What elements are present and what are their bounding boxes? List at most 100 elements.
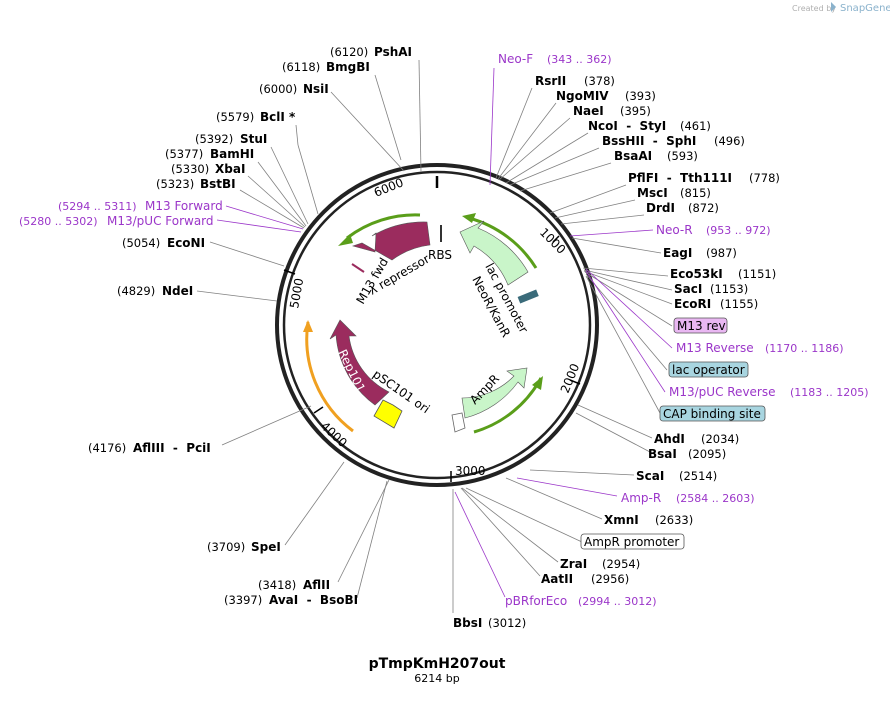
lac-operator-label: lac operator bbox=[672, 363, 745, 377]
orf-arrowhead bbox=[338, 234, 353, 246]
enzyme-name: MscI bbox=[637, 186, 668, 200]
enzyme-position: (2095) bbox=[688, 447, 726, 461]
enzyme-site[interactable]: BssHII - SphI(496) bbox=[602, 134, 745, 148]
enzyme-site[interactable]: MscI(815) bbox=[637, 186, 711, 200]
enzyme-site[interactable]: (3418) AflII bbox=[258, 578, 330, 592]
enzyme-site[interactable]: (5330)XbaI bbox=[171, 162, 245, 176]
enzyme-name: BsaAI bbox=[614, 149, 652, 163]
enzyme-site[interactable]: (6118)BmgBI bbox=[282, 60, 370, 74]
primer-name: Neo-F bbox=[498, 52, 533, 66]
primer-name: M13 Forward bbox=[145, 199, 223, 213]
enzyme-site[interactable]: EcoRI(1155) bbox=[674, 297, 758, 311]
m13-rev-box bbox=[673, 317, 728, 334]
enzyme-position: (6120) bbox=[330, 45, 368, 59]
primer-site[interactable]: Neo-R(953 .. 972) bbox=[656, 223, 771, 237]
enzyme-site[interactable]: DrdI(872) bbox=[646, 201, 719, 215]
lac-operator-block bbox=[517, 289, 539, 304]
snapgene-brand[interactable]: Created by SnapGene bbox=[792, 2, 890, 14]
enzyme-site[interactable]: SacI(1153) bbox=[674, 282, 748, 296]
leader-avai bbox=[356, 480, 388, 599]
enzyme-position: (3418) bbox=[258, 578, 296, 592]
leader-ngomiv bbox=[497, 102, 557, 180]
enzyme-site[interactable]: NaeI(395) bbox=[573, 104, 651, 118]
primer-site[interactable]: (5280 .. 5302)M13/pUC Forward bbox=[19, 214, 214, 228]
rep101-arrow[interactable] bbox=[329, 319, 390, 406]
leader-lines bbox=[196, 59, 673, 613]
primer-site[interactable]: pBRforEco(2994 .. 3012) bbox=[505, 594, 657, 608]
boxed-label-ampr-promoter[interactable]: AmpR promoter bbox=[580, 533, 685, 550]
enzyme-position: (2633) bbox=[655, 513, 693, 527]
enzyme-site[interactable]: AatII(2956) bbox=[541, 572, 629, 586]
neo-kan-arrow[interactable] bbox=[459, 220, 529, 286]
enzyme-site[interactable]: (6120)PshAI bbox=[330, 45, 412, 59]
enzyme-site[interactable]: EagI(987) bbox=[663, 246, 737, 260]
leader-eco53ki bbox=[582, 267, 669, 277]
lambda-repressor-arrow[interactable] bbox=[351, 221, 431, 261]
boxed-label-m13-rev[interactable]: M13 rev bbox=[673, 317, 728, 334]
enzyme-site[interactable]: AhdI(2034) bbox=[654, 432, 739, 446]
boxed-label-cap-binding-site[interactable]: CAP binding site bbox=[659, 405, 766, 422]
enzyme-position: (5323) bbox=[156, 177, 194, 191]
enzyme-position: (1151) bbox=[738, 267, 776, 281]
orf-arrowhead bbox=[303, 320, 313, 332]
enzyme-name: XbaI bbox=[215, 162, 245, 176]
enzyme-site[interactable]: (5323)BstBI bbox=[156, 177, 236, 191]
enzyme-position: (4176) bbox=[88, 441, 126, 455]
leader-drdi bbox=[560, 214, 645, 225]
enzyme-name: DrdI bbox=[646, 201, 675, 215]
primer-site[interactable]: Neo-F(343 .. 362) bbox=[498, 52, 612, 66]
enzyme-name: StuI bbox=[240, 132, 267, 146]
enzyme-site[interactable]: BbsI(3012) bbox=[453, 616, 526, 630]
enzyme-site[interactable]: (4829)NdeI bbox=[117, 284, 193, 298]
leader-bsshii bbox=[509, 147, 600, 186]
features: RBS λ repressor M13 fwd lac promoter Neo… bbox=[303, 213, 543, 434]
enzyme-site[interactable]: BsaI(2095) bbox=[648, 447, 726, 461]
enzyme-site[interactable]: (5392) StuI bbox=[195, 132, 267, 146]
enzyme-name: AflII bbox=[303, 578, 330, 592]
enzyme-site[interactable]: ScaI(2514) bbox=[636, 469, 717, 483]
leader-scai bbox=[529, 469, 635, 476]
enzyme-site[interactable]: PflFI - Tth111I(778) bbox=[628, 171, 780, 185]
leader-spei bbox=[284, 461, 345, 546]
enzyme-site[interactable]: (5377)BamHI bbox=[165, 147, 254, 161]
enzyme-site[interactable]: (5054)EcoNI bbox=[122, 236, 205, 250]
enzyme-site[interactable]: (3709)SpeI bbox=[207, 540, 281, 554]
enzyme-labels-left: (6120)PshAI (6118)BmgBI (6000)NsiI (5579… bbox=[88, 45, 526, 630]
enzyme-name: AvaI - BsoBI bbox=[269, 593, 358, 607]
enzyme-site[interactable]: BsaAI(593) bbox=[614, 149, 698, 163]
enzyme-site[interactable]: (5579)BclI * bbox=[216, 110, 296, 124]
enzyme-site[interactable]: XmnI(2633) bbox=[604, 513, 693, 527]
psc101-ori-block[interactable] bbox=[373, 399, 403, 429]
leader-m13-reverse bbox=[585, 268, 673, 349]
enzyme-site[interactable]: ZraI(2954) bbox=[560, 557, 640, 571]
enzyme-site[interactable]: (4176)AflIII - PciI bbox=[88, 441, 211, 455]
leader-xmni bbox=[505, 477, 603, 520]
enzyme-site[interactable]: NgoMIV(393) bbox=[556, 89, 656, 103]
enzyme-name: SpeI bbox=[251, 540, 281, 554]
primer-site[interactable]: M13 Reverse(1170 .. 1186) bbox=[676, 341, 844, 355]
primer-position: (1170 .. 1186) bbox=[765, 342, 844, 355]
leader-neo-f bbox=[489, 67, 495, 186]
enzyme-position: (1153) bbox=[710, 282, 748, 296]
brand-created-by: Created by bbox=[792, 4, 836, 13]
primer-site[interactable]: Amp-R(2584 .. 2603) bbox=[621, 491, 755, 505]
enzyme-position: (5392) bbox=[195, 132, 233, 146]
enzyme-site[interactable]: (6000)NsiI bbox=[259, 82, 329, 96]
enzyme-site[interactable]: NcoI - StyI(461) bbox=[588, 119, 711, 133]
enzyme-name: ZraI bbox=[560, 557, 587, 571]
primer-site[interactable]: M13/pUC Reverse(1183 .. 1205) bbox=[669, 385, 869, 399]
primer-site[interactable]: (5294 .. 5311)M13 Forward bbox=[58, 199, 223, 213]
orf-arrowhead bbox=[532, 376, 543, 390]
enzyme-site[interactable]: Eco53kI(1151) bbox=[670, 267, 776, 281]
enzyme-site[interactable]: (3397)AvaI - BsoBI bbox=[224, 593, 358, 607]
primer-name: Amp-R bbox=[621, 491, 661, 505]
primer-position: (953 .. 972) bbox=[706, 224, 771, 237]
enzyme-name: AhdI bbox=[654, 432, 685, 446]
leader-eagi bbox=[571, 237, 662, 254]
enzyme-name: BclI * bbox=[260, 110, 296, 124]
leader-lac-operator bbox=[585, 273, 668, 371]
ampr-arrow[interactable] bbox=[461, 367, 528, 419]
enzyme-site[interactable]: RsrII(378) bbox=[535, 74, 615, 88]
boxed-label-lac-operator[interactable]: lac operator bbox=[668, 361, 749, 378]
enzyme-position: (2956) bbox=[591, 572, 629, 586]
